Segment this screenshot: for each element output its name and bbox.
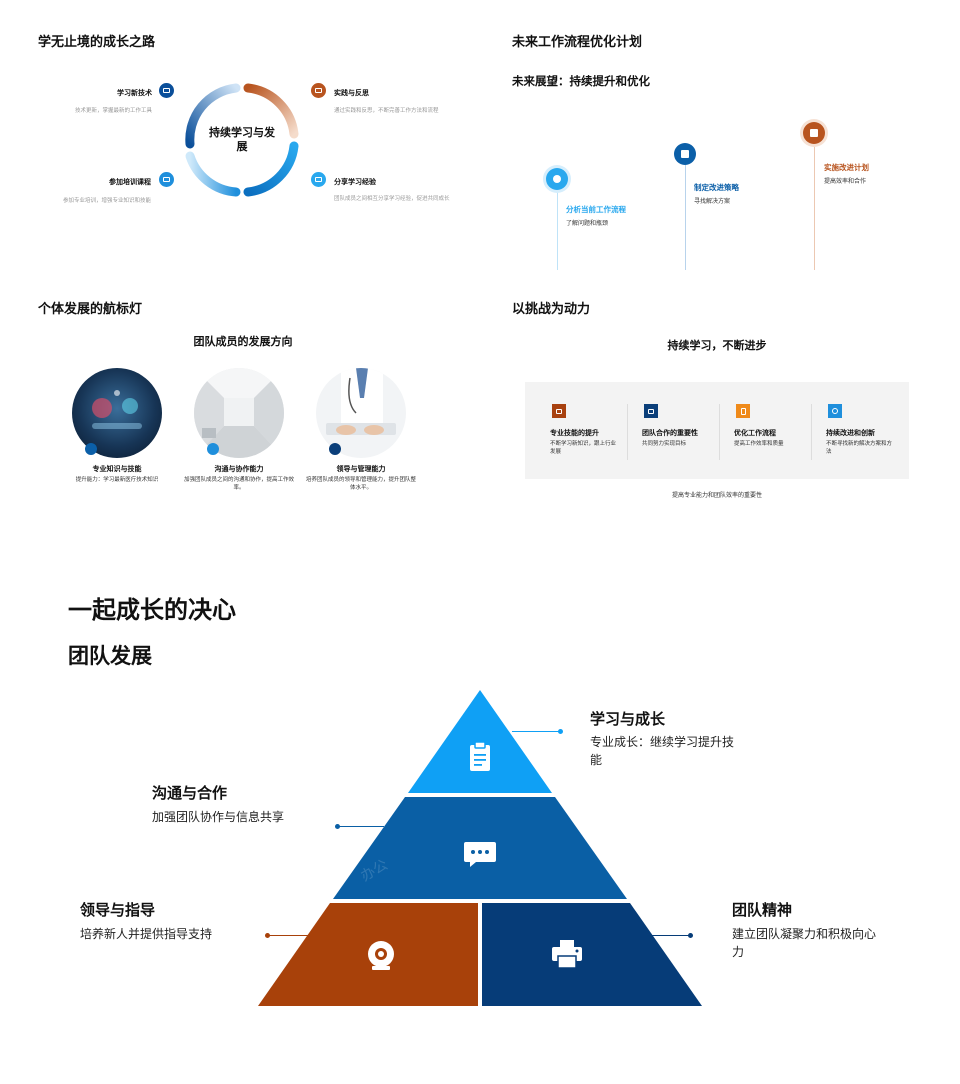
step-title: 实施改进计划 <box>824 163 869 172</box>
connector-line <box>512 731 560 732</box>
training-icon <box>159 172 174 187</box>
skill-icon <box>552 404 566 418</box>
challenge-title: 持续改进和创新 <box>826 429 875 437</box>
direction-dot <box>329 443 341 455</box>
connector-dot <box>688 933 693 938</box>
implement-icon <box>803 122 825 144</box>
webcam-icon <box>368 941 394 970</box>
challenge-desc: 不断学习新知识，跟上行业发展 <box>550 441 617 456</box>
level-title: 领导与指导 <box>80 901 156 919</box>
team-pyramid <box>258 690 702 1006</box>
ring-segment <box>243 83 299 139</box>
analyze-icon <box>546 168 568 190</box>
clipboard-icon <box>470 741 490 771</box>
divider <box>627 404 628 460</box>
share-icon <box>311 172 326 187</box>
ring-item-desc: 技术更新，掌握最新的工作工具 <box>74 108 152 114</box>
challenge-title: 优化工作流程 <box>734 429 776 437</box>
ring-item-desc: 通过实践和反思，不断完善工作方法和流程 <box>334 108 439 114</box>
reflect-icon <box>311 83 326 98</box>
divider <box>719 404 720 460</box>
connector-dot <box>265 933 270 938</box>
panel-subtitle: 团队成员的发展方向 <box>193 335 293 348</box>
connector-line <box>268 935 314 936</box>
growth-ring <box>185 83 299 197</box>
level-desc: 专业成长：继续学习提升技能 <box>590 735 735 767</box>
panel-title: 学无止境的成长之路 <box>38 35 156 50</box>
innovate-icon <box>828 404 842 418</box>
panel-footer: 提高专业能力和团队效率的重要性 <box>671 492 762 499</box>
timeline-line <box>685 165 686 270</box>
ring-item-title: 分享学习经验 <box>334 178 376 186</box>
challenge-desc: 提高工作效率和质量 <box>734 441 784 447</box>
connector-line <box>646 935 690 936</box>
ring-segment <box>243 141 299 197</box>
direction-dot <box>85 443 97 455</box>
timeline-line <box>814 144 815 270</box>
direction-dot <box>207 443 219 455</box>
timeline-line <box>557 190 558 270</box>
corridor-photo <box>194 368 284 458</box>
challenge-desc: 共同努力实现目标 <box>642 441 687 447</box>
chat-icon <box>464 842 496 867</box>
step-title: 制定改进策略 <box>694 183 739 192</box>
direction-desc: 提升能力：学习最新医疗技术知识 <box>75 477 159 483</box>
step-desc: 寻找解决方案 <box>694 198 731 205</box>
pyramid-level-bottom-right <box>482 903 702 1006</box>
level-desc: 培养新人并提供指导支持 <box>80 927 213 941</box>
level-desc: 加强团队协作与信息共享 <box>152 810 285 824</box>
level-title: 沟通与合作 <box>152 784 228 802</box>
step-title: 分析当前工作流程 <box>566 205 626 214</box>
level-title: 团队精神 <box>732 901 793 919</box>
document-icon <box>736 404 750 418</box>
connector-dot <box>558 729 563 734</box>
ring-item-title: 学习新技术 <box>117 89 152 97</box>
direction-title: 沟通与协作能力 <box>214 465 264 473</box>
connector-line <box>338 826 384 827</box>
panel-title: 个体发展的航标灯 <box>38 302 143 317</box>
ring-item-title: 实践与反思 <box>334 89 369 97</box>
panel-subtitle: 持续学习，不断进步 <box>667 339 767 352</box>
doctor-photo <box>316 368 406 458</box>
printer-icon <box>552 940 582 969</box>
ring-segment <box>185 83 241 149</box>
ring-item-title: 参加培训课程 <box>109 178 151 186</box>
step-desc: 提高效率和合作 <box>824 178 867 185</box>
main-subtitle: 团队发展 <box>68 644 152 668</box>
divider <box>811 404 812 460</box>
main-title: 一起成长的决心 <box>68 596 236 624</box>
direction-desc: 加强团队成员之间的沟通和协作，提高工作效率。 <box>184 477 295 492</box>
panel-title: 未来工作流程优化计划 <box>512 35 643 50</box>
direction-title: 专业知识与技能 <box>92 465 142 473</box>
team-icon <box>644 404 658 418</box>
challenge-box <box>525 382 909 479</box>
challenge-desc: 不断寻找新的解决方案和方法 <box>826 441 893 456</box>
ring-item-desc: 参加专业培训，增强专业知识和技能 <box>62 198 151 204</box>
level-desc: 建立团队凝聚力和积极向心力 <box>732 927 877 959</box>
challenge-title: 专业技能的提升 <box>550 429 599 437</box>
ring-center-label: 持续学习与发展 <box>209 126 275 154</box>
direction-desc: 培养团队成员的领导和管理能力，提升团队整体水平。 <box>306 477 417 492</box>
panel-subtitle: 未来展望：持续提升和优化 <box>512 74 650 88</box>
direction-title: 领导与管理能力 <box>336 465 386 473</box>
panel-title: 以挑战为动力 <box>512 302 591 317</box>
pyramid-level-bottom-left <box>258 903 478 1006</box>
level-title: 学习与成长 <box>590 710 666 728</box>
ring-segment <box>185 151 241 197</box>
ring-item-desc: 团队成员之间相互分享学习经验，促进共同成长 <box>334 196 450 202</box>
connector-dot <box>335 824 340 829</box>
step-desc: 了解问题和瓶颈 <box>566 220 609 227</box>
challenge-title: 团队合作的重要性 <box>642 429 698 437</box>
book-icon <box>159 83 174 98</box>
strategy-icon <box>674 143 696 165</box>
